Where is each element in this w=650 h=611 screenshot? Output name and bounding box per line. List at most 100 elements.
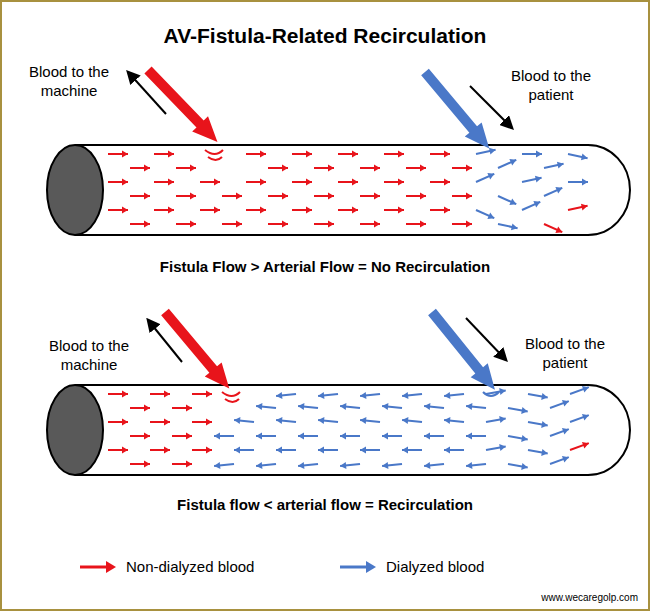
flow-arrowhead <box>541 393 548 400</box>
flow-arrowhead <box>541 421 548 428</box>
flow-arrowhead <box>318 392 324 399</box>
flow-arrowhead <box>214 462 220 469</box>
flow-arrowhead <box>466 433 472 440</box>
flow-arrowhead <box>466 193 472 200</box>
flow-arrowhead <box>509 198 516 204</box>
flow-arrowhead <box>164 419 170 426</box>
inflow-curl <box>208 157 222 160</box>
flow-arrowhead <box>466 403 472 410</box>
watermark: www.wecaregolp.com <box>541 592 638 603</box>
flow-arrowhead <box>402 392 408 399</box>
legend-entry: Dialyzed blood <box>338 558 484 575</box>
outflow-curl <box>483 392 499 396</box>
flow-arrowhead <box>234 447 240 454</box>
flow-arrow <box>522 202 540 210</box>
flow-arrowhead <box>122 179 128 186</box>
port-label: Blood to the machine <box>38 336 140 374</box>
legend-swatch <box>338 560 378 574</box>
flow-arrowhead <box>168 179 174 186</box>
flow-arrowhead <box>214 179 220 186</box>
flow-arrowhead <box>214 433 220 440</box>
flow-arrowhead <box>581 204 588 211</box>
vessel <box>75 385 630 475</box>
flow-arrowhead <box>144 433 150 440</box>
direction-arrow <box>128 72 166 114</box>
swatch-line <box>80 565 108 568</box>
flow-arrowhead <box>276 392 282 399</box>
flow-arrowhead <box>444 151 450 158</box>
flow-arrowhead <box>402 447 408 454</box>
flow-arrowhead <box>144 221 150 228</box>
venous-needle <box>423 305 503 397</box>
flow-arrow <box>476 174 494 182</box>
venous-needle <box>417 65 498 156</box>
direction-arrow <box>148 320 182 362</box>
flow-arrowhead <box>164 391 170 398</box>
flow-arrowhead <box>340 462 346 469</box>
arterial-needle <box>140 62 225 149</box>
flow-arrowhead <box>562 400 569 407</box>
flow-arrowhead <box>424 462 430 469</box>
flow-arrow <box>544 224 562 232</box>
flow-arrowhead <box>374 165 380 172</box>
flow-arrowhead <box>382 462 388 469</box>
flow-arrowhead <box>466 221 472 228</box>
flow-arrowhead <box>190 221 196 228</box>
flow-arrowhead <box>206 447 212 454</box>
flow-arrowhead <box>499 444 506 451</box>
flow-arrowhead <box>402 417 408 424</box>
flow-arrowhead <box>424 403 430 410</box>
vessel-opening <box>47 145 103 235</box>
flow-arrowhead <box>557 162 564 169</box>
flow-arrowhead <box>186 405 192 412</box>
flow-arrowhead <box>360 417 366 424</box>
flow-arrowhead <box>164 447 170 454</box>
flow-arrowhead <box>256 433 262 440</box>
flow-arrows <box>108 386 589 470</box>
flow-arrowhead <box>555 187 562 193</box>
flow-arrowhead <box>328 165 334 172</box>
flow-arrowhead <box>382 403 388 410</box>
legend-text: Non-dialyzed blood <box>126 558 254 575</box>
flow-arrowhead <box>122 447 128 454</box>
flow-arrowhead <box>360 392 366 399</box>
flow-arrowhead <box>340 403 346 410</box>
inflow-curl <box>225 399 239 402</box>
flow-arrowhead <box>398 151 404 158</box>
flow-arrowhead <box>144 461 150 468</box>
flow-arrowhead <box>420 165 426 172</box>
flow-arrowhead <box>521 463 528 470</box>
flow-arrowhead <box>521 435 528 442</box>
flow-arrow <box>476 210 494 218</box>
flow-arrow <box>544 188 562 196</box>
legend-text: Dialyzed blood <box>386 558 484 575</box>
flow-arrowhead <box>374 221 380 228</box>
flow-arrowhead <box>541 449 548 456</box>
direction-arrow <box>470 86 512 128</box>
flow-arrowhead <box>499 416 506 423</box>
flow-arrowhead <box>298 462 304 469</box>
flow-arrowhead <box>444 417 450 424</box>
flow-arrowhead <box>260 207 266 214</box>
flow-arrowhead <box>306 151 312 158</box>
flow-arrowhead <box>144 405 150 412</box>
flow-arrowhead <box>144 165 150 172</box>
flow-arrowhead <box>352 207 358 214</box>
flow-arrowhead <box>444 392 450 399</box>
flow-arrowhead <box>420 193 426 200</box>
flow-arrowhead <box>260 179 266 186</box>
flow-arrowhead <box>489 148 496 155</box>
panel-caption: Fistula flow < arterial flow = Recircula… <box>0 496 650 513</box>
title: AV-Fistula-Related Recirculation <box>0 24 650 48</box>
port-label: Blood to the patient <box>514 334 616 372</box>
flow-arrowhead <box>420 221 426 228</box>
flow-arrowhead <box>318 417 324 424</box>
flow-arrowhead <box>256 462 262 469</box>
flow-arrowhead <box>144 193 150 200</box>
flow-arrowhead <box>122 391 128 398</box>
swatch-head <box>366 561 376 573</box>
flow-arrowhead <box>236 193 242 200</box>
flow-arrowhead <box>186 433 192 440</box>
flow-arrowhead <box>298 433 304 440</box>
